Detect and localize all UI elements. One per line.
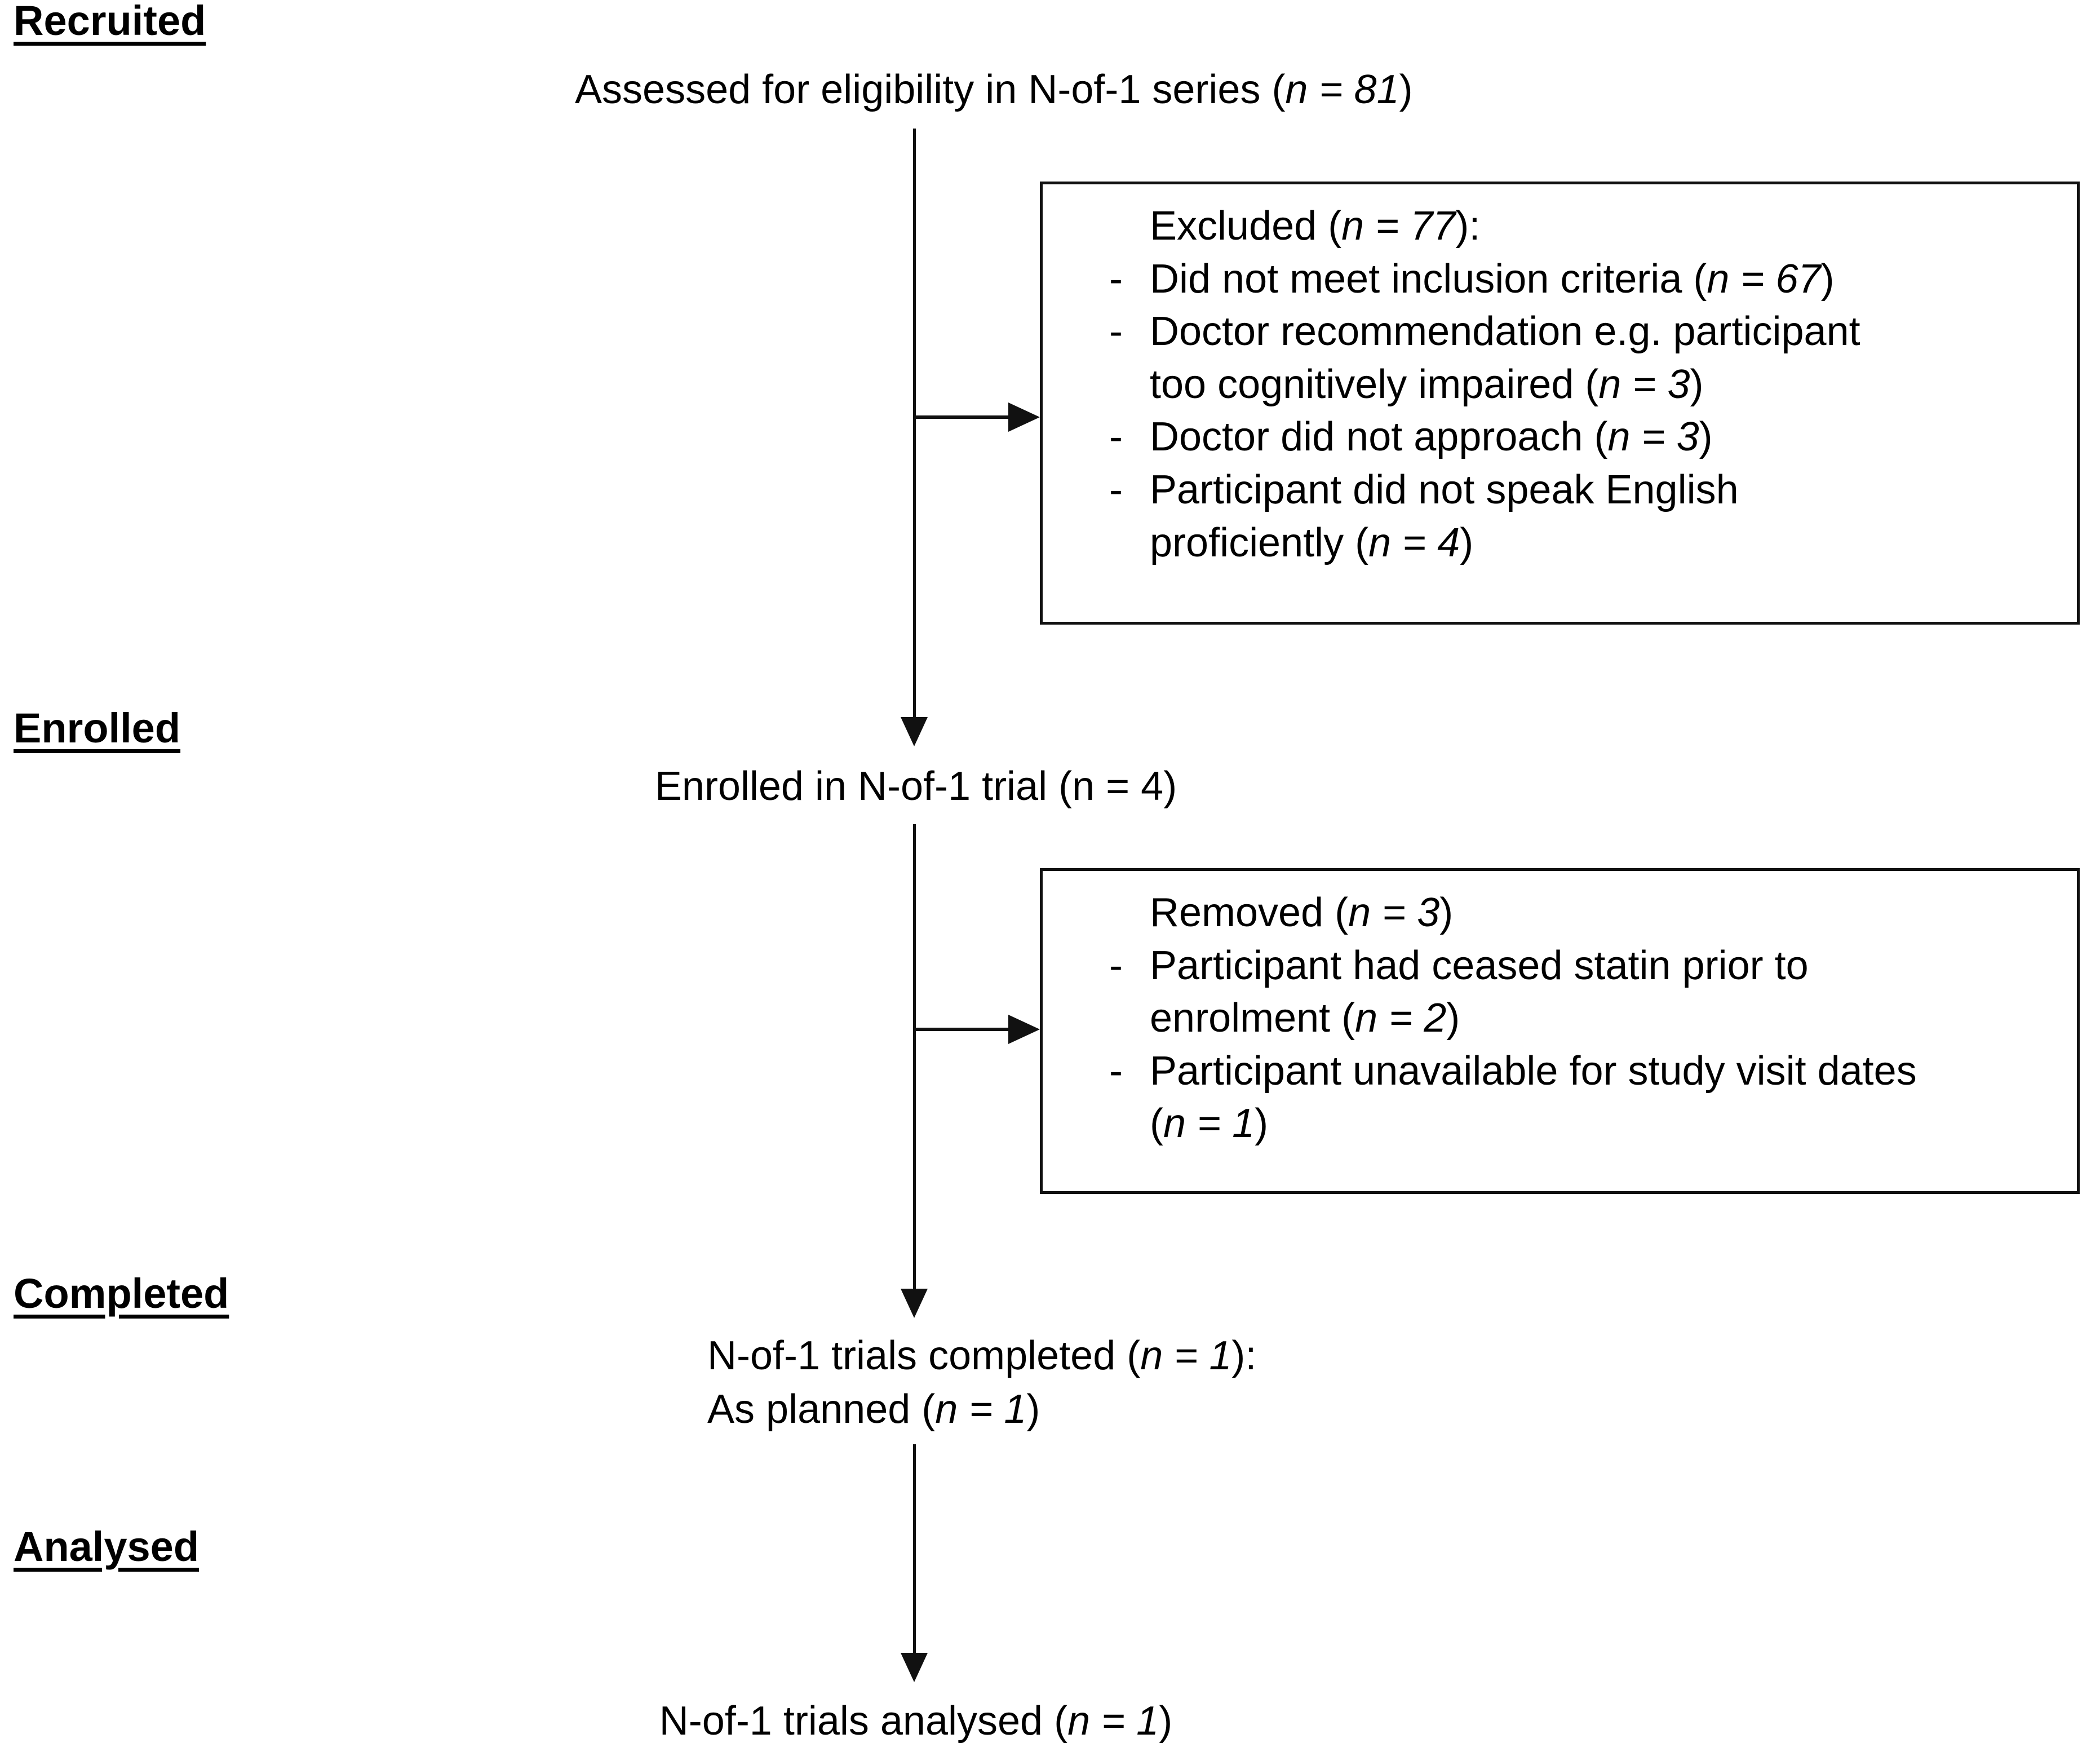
excluded-heading-n-value: n = 77	[1341, 204, 1456, 249]
stage-label-recruited: Recruited	[14, 0, 206, 44]
analysed-text-post: )	[1159, 1699, 1173, 1744]
excluded-box: Excluded (n = 77): -Did not meet inclusi…	[1040, 182, 2080, 625]
removed-box-content: Removed (n = 3) -Participant had ceased …	[1043, 871, 2077, 1191]
bullet-dash-icon: -	[1109, 1048, 1123, 1094]
connector-enrolled-to-completed-arrowhead	[901, 1289, 928, 1318]
connector-completed-to-analysed-arrowhead	[901, 1653, 928, 1682]
excluded-item-post: )	[1699, 414, 1713, 460]
removed-item-continuation: (n = 1)	[1109, 1098, 2066, 1151]
excluded-item-text: too cognitively impaired (	[1150, 361, 1599, 407]
node-trials-completed-line2: As planned (n = 1)	[707, 1383, 1553, 1436]
removed-item: -Participant unavailable for study visit…	[1109, 1045, 2066, 1098]
excluded-item-text: proficiently (	[1150, 520, 1369, 565]
bullet-dash-icon: -	[1109, 256, 1123, 302]
connector-enrolled-to-completed-stem	[913, 824, 916, 1292]
node-trials-analysed: N-of-1 trials analysed (n = 1)	[575, 1695, 1257, 1748]
excluded-item-text: Doctor recommendation e.g. participant	[1150, 309, 1860, 355]
completed-line1-post: ):	[1231, 1333, 1257, 1378]
removed-item-text: Participant unavailable for study visit …	[1150, 1048, 1917, 1094]
removed-heading-pre: Removed (	[1150, 890, 1349, 935]
excluded-item-text: Doctor did not approach (	[1150, 414, 1608, 460]
node-trials-completed: N-of-1 trials completed (n = 1): As plan…	[707, 1329, 1553, 1436]
excluded-item-post: )	[1820, 256, 1835, 302]
removed-item-text: enrolment (	[1150, 996, 1355, 1041]
excluded-item-n-value: n = 4	[1368, 520, 1460, 565]
excluded-item: -Doctor did not approach (n = 3)	[1109, 411, 2066, 464]
analysed-n-value: n = 1	[1067, 1699, 1159, 1744]
removed-item-post: )	[1255, 1101, 1269, 1147]
bullet-dash-icon: -	[1109, 943, 1123, 988]
node-trials-completed-line1: N-of-1 trials completed (n = 1):	[707, 1329, 1553, 1383]
excluded-item-continuation: proficiently (n = 4)	[1109, 517, 2066, 570]
excluded-item: -Did not meet inclusion criteria (n = 67…	[1109, 253, 2066, 306]
connector-excluded-branch-line	[914, 415, 1010, 419]
excluded-item-post: )	[1690, 361, 1704, 407]
removed-box: Removed (n = 3) -Participant had ceased …	[1040, 868, 2080, 1194]
completed-line1-pre: N-of-1 trials completed (	[707, 1333, 1141, 1378]
excluded-item-n-value: n = 3	[1607, 414, 1699, 460]
excluded-item-n-value: n = 67	[1707, 256, 1821, 302]
removed-item-text: (	[1150, 1101, 1163, 1147]
node-assessed-for-eligibility: Assessed for eligibility in N-of-1 serie…	[575, 63, 1413, 117]
excluded-heading-pre: Excluded (	[1150, 204, 1342, 249]
removed-box-heading: Removed (n = 3)	[1109, 887, 2066, 940]
excluded-item: -Participant did not speak English	[1109, 464, 2066, 517]
node-enrolled-in-trial: Enrolled in N-of-1 trial (n = 4)	[575, 760, 1257, 813]
completed-line2-n-value: n = 1	[935, 1387, 1027, 1432]
node-enrolled-text: Enrolled in N-of-1 trial (n = 4)	[654, 764, 1177, 809]
completed-line2-pre: As planned (	[707, 1387, 936, 1432]
excluded-box-content: Excluded (n = 77): -Did not meet inclusi…	[1043, 184, 2077, 622]
completed-line2-post: )	[1026, 1387, 1040, 1432]
excluded-heading-post: ):	[1455, 204, 1481, 249]
node-assessed-text-post: )	[1399, 67, 1413, 112]
analysed-text-pre: N-of-1 trials analysed (	[659, 1699, 1068, 1744]
bullet-dash-icon: -	[1109, 309, 1123, 355]
removed-item-n-value: n = 1	[1163, 1101, 1255, 1147]
connector-removed-branch-arrowhead	[1008, 1015, 1040, 1044]
removed-heading-post: )	[1439, 890, 1454, 935]
connector-removed-branch-line	[914, 1028, 1010, 1031]
stage-label-enrolled: Enrolled	[14, 705, 181, 751]
excluded-item: -Doctor recommendation e.g. participant	[1109, 306, 2066, 359]
connector-completed-to-analysed-stem	[913, 1444, 916, 1656]
completed-line1-n-value: n = 1	[1140, 1333, 1232, 1378]
excluded-item-continuation: too cognitively impaired (n = 3)	[1109, 359, 2066, 412]
removed-item-text: Participant had ceased statin prior to	[1150, 943, 1809, 988]
excluded-box-heading: Excluded (n = 77):	[1109, 200, 2066, 253]
excluded-item-post: )	[1460, 520, 1474, 565]
connector-assessed-to-enrolled-arrowhead	[901, 717, 928, 746]
excluded-item-text: Participant did not speak English	[1150, 467, 1739, 512]
bullet-dash-icon: -	[1109, 467, 1123, 512]
bullet-dash-icon: -	[1109, 414, 1123, 460]
excluded-item-text: Did not meet inclusion criteria (	[1150, 256, 1707, 302]
excluded-item-n-value: n = 3	[1598, 361, 1690, 407]
connector-excluded-branch-arrowhead	[1008, 402, 1040, 432]
stage-label-completed: Completed	[14, 1270, 229, 1317]
removed-heading-n-value: n = 3	[1348, 890, 1440, 935]
node-assessed-n-value: n = 81	[1285, 67, 1399, 112]
connector-assessed-to-enrolled-stem	[913, 129, 916, 720]
removed-item-post: )	[1446, 996, 1460, 1041]
removed-item-n-value: n = 2	[1355, 996, 1447, 1041]
removed-item-continuation: enrolment (n = 2)	[1109, 992, 2066, 1045]
node-assessed-text-pre: Assessed for eligibility in N-of-1 serie…	[575, 67, 1286, 112]
removed-item: -Participant had ceased statin prior to	[1109, 940, 2066, 993]
stage-label-analysed: Analysed	[14, 1523, 200, 1570]
